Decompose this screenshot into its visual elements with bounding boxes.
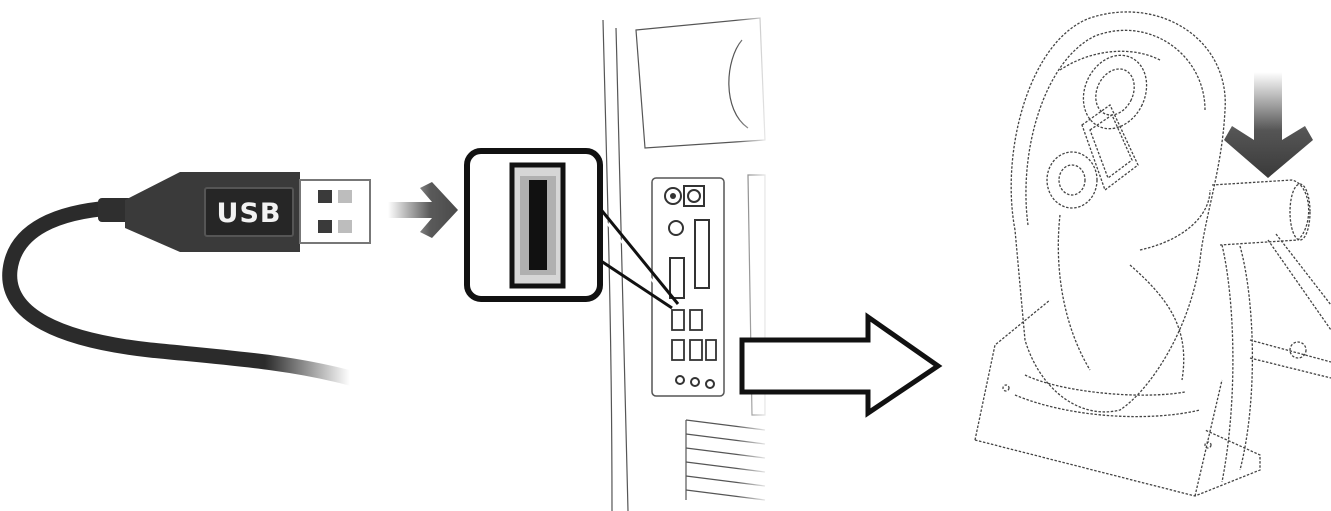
hollow-right-arrow-icon [742, 317, 938, 413]
charging-cradle-icon [975, 180, 1331, 496]
usb-plug-icon: USB [125, 172, 370, 252]
down-arrow-icon [1224, 72, 1313, 178]
computer-tower-back-icon [600, 0, 770, 511]
wireless-mouse-icon [1011, 12, 1225, 412]
insert-arrow-icon [388, 182, 458, 238]
usb-label: USB [217, 198, 282, 229]
